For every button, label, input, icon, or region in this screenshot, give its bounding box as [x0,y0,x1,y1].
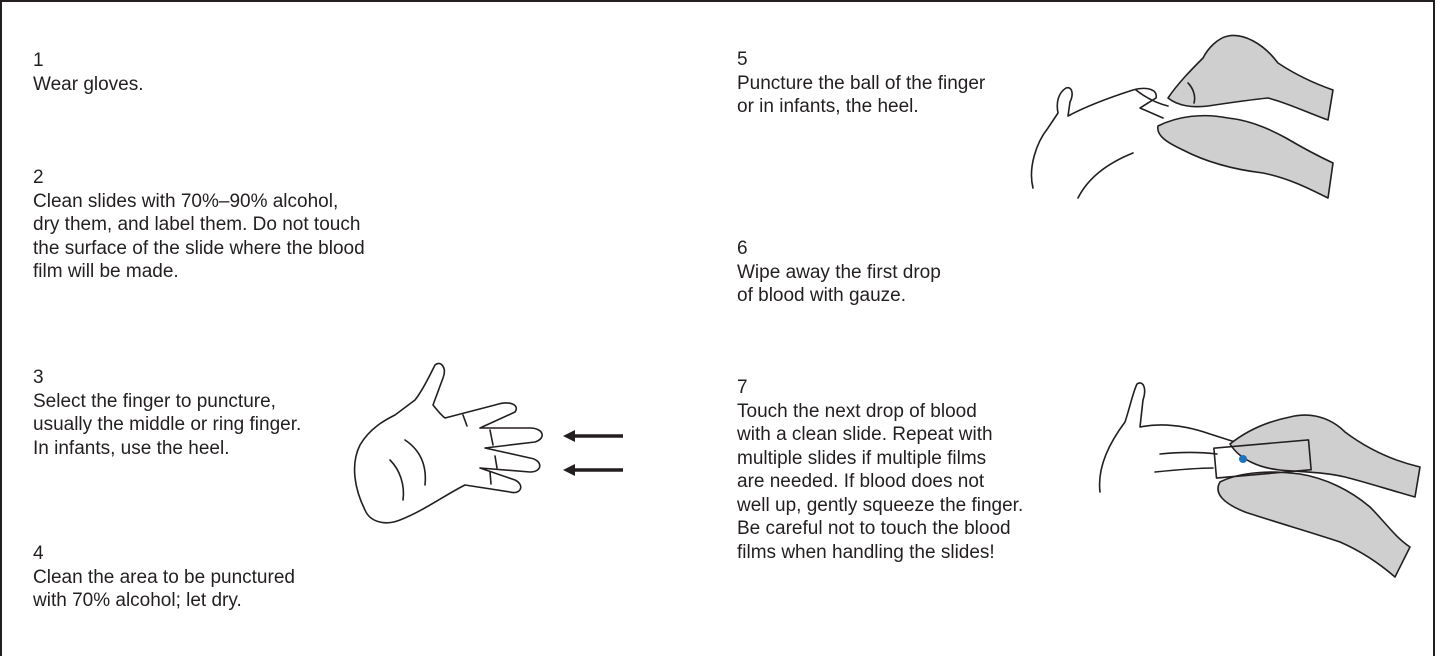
step-number: 7 [737,376,1023,400]
open-hand-with-arrows-icon [345,360,630,530]
step-5: 5 Puncture the ball of the finger or in … [737,48,985,119]
step-6: 6 Wipe away the first drop of blood with… [737,237,941,308]
step-text: Select the finger to puncture, usually t… [33,390,301,461]
gloved-hands-slide-touch-icon [1095,372,1425,587]
step-number: 1 [33,49,144,73]
step-number: 5 [737,48,985,72]
step-number: 4 [33,542,295,566]
gloved-hands-puncture-finger-icon [1028,28,1338,203]
step-1: 1 Wear gloves. [33,49,144,96]
step-text: Clean slides with 70%–90% alcohol, dry t… [33,190,365,284]
step-text: Clean the area to be punctured with 70% … [33,566,295,613]
step-number: 3 [33,366,301,390]
step-text: Puncture the ball of the finger or in in… [737,72,985,119]
step-text: Touch the next drop of blood with a clea… [737,400,1023,565]
step-2: 2 Clean slides with 70%–90% alcohol, dry… [33,166,365,284]
blood-drop-icon [1239,455,1247,463]
step-number: 2 [33,166,365,190]
step-3: 3 Select the finger to puncture, usually… [33,366,301,460]
step-4: 4 Clean the area to be punctured with 70… [33,542,295,613]
step-text: Wear gloves. [33,73,144,97]
step-7: 7 Touch the next drop of blood with a cl… [737,376,1023,564]
step-text: Wipe away the first drop of blood with g… [737,261,941,308]
step-number: 6 [737,237,941,261]
